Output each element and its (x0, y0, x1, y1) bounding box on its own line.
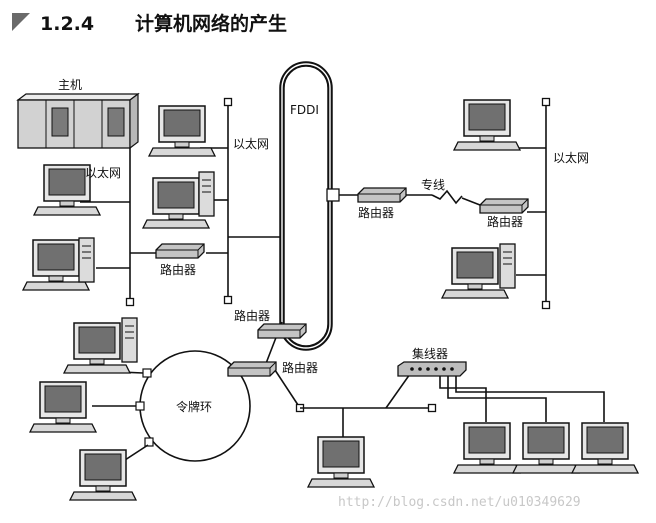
watermark: http://blog.csdn.net/u010349629 (338, 495, 581, 510)
router-fddi-right (357, 187, 407, 203)
fddi-ring (279, 61, 340, 351)
pc-ethernet-right-1 (453, 99, 521, 151)
label-hub: 集线器 (412, 346, 448, 361)
pc-hub-2 (512, 422, 580, 474)
pc-hub-1 (453, 422, 521, 474)
label-router-token-ring: 路由器 (282, 360, 318, 375)
pc-ethernet-middle-1 (148, 105, 216, 157)
label-router-left: 路由器 (160, 262, 196, 277)
triangle-marker-icon (12, 13, 30, 31)
leased-line (339, 189, 481, 206)
mainframe-host (16, 92, 140, 150)
section-number: 1.2.4 (40, 13, 94, 35)
pc-hub-3 (571, 422, 639, 474)
pc-token-ring-3 (69, 449, 137, 501)
hub-device (397, 361, 467, 377)
label-router-fddi-right: 路由器 (358, 205, 394, 220)
pc-token-ring-2 (29, 381, 97, 433)
pc-token-ring-1 (63, 322, 131, 374)
router-fddi-left (257, 323, 307, 339)
tower-ethernet-right (499, 243, 516, 289)
router-token-ring (227, 361, 277, 377)
label-ethernet-right: 以太网 (553, 150, 589, 165)
section-header: 1.2.4 计算机网络的产生 (12, 12, 287, 35)
label-fddi: FDDI (290, 103, 319, 117)
label-leased-line: 专线 (421, 177, 445, 192)
label-ethernet-left: 以太网 (85, 165, 121, 180)
label-router-right: 路由器 (487, 214, 523, 229)
tower-ethernet-middle (198, 171, 215, 217)
label-token-ring: 令牌环 (176, 399, 212, 414)
router-left (155, 243, 205, 259)
section-title: 计算机网络的产生 (135, 12, 287, 35)
tower-token-ring (121, 317, 138, 363)
router-right (479, 198, 529, 214)
tower-ethernet-left (78, 237, 95, 283)
pc-ethernet-right-2 (441, 247, 509, 299)
label-ethernet-middle: 以太网 (233, 136, 269, 151)
label-host: 主机 (58, 78, 82, 92)
label-router-fddi-left: 路由器 (234, 308, 270, 323)
hub-links (439, 375, 605, 422)
pc-backbone (307, 436, 375, 488)
